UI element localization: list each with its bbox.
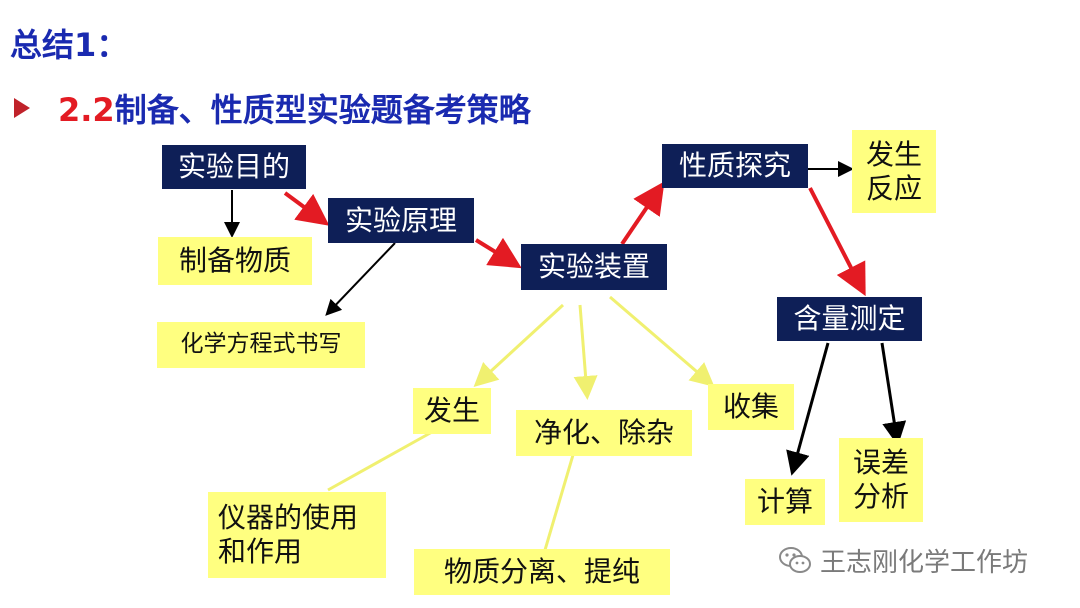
arrow-apparatus-generation <box>473 303 565 388</box>
arrow-apparatus-purification <box>573 304 598 400</box>
node-generation: 发生 <box>413 388 491 434</box>
subtitle-number: 2.2 <box>58 91 115 129</box>
arrow-property-content <box>808 187 866 297</box>
wechat-icon <box>779 547 811 573</box>
line-purification-separation <box>543 454 575 551</box>
arrow-content-error <box>880 342 907 446</box>
node-calculation: 计算 <box>745 479 825 525</box>
node-instrument-usage: 仪器的使用 和作用 <box>208 492 386 578</box>
node-property-investigation: 性质探究 <box>662 144 808 188</box>
node-experiment-purpose: 实验目的 <box>162 145 306 189</box>
arrow-purpose-principle <box>283 191 330 226</box>
node-experiment-apparatus: 实验装置 <box>521 244 667 290</box>
node-reaction-line2: 反应 <box>865 171 922 205</box>
page-title: 总结1： <box>10 26 129 64</box>
subtitle-row: 2.2制备、性质型实验题备考策略 <box>14 86 531 130</box>
arrow-principle-apparatus <box>474 237 522 269</box>
node-collection: 收集 <box>708 384 794 430</box>
bullet-arrow-icon <box>14 98 30 118</box>
node-separation-purification: 物质分离、提纯 <box>414 549 670 595</box>
arrow-apparatus-property <box>620 181 665 246</box>
node-reaction: 发生 反应 <box>852 130 936 213</box>
node-error-line2: 分析 <box>852 480 909 513</box>
node-chemical-equation: 化学方程式书写 <box>157 322 365 368</box>
node-experiment-principle: 实验原理 <box>328 198 474 243</box>
node-error-line1: 误差 <box>852 446 909 480</box>
subtitle: 2.2制备、性质型实验题备考策略 <box>58 85 531 131</box>
node-instrument-line1: 仪器的使用 <box>218 501 359 535</box>
watermark: 王志刚化学工作坊 <box>778 540 1028 580</box>
node-reaction-line1: 发生 <box>865 137 922 171</box>
node-purification: 净化、除杂 <box>516 410 692 456</box>
arrow-apparatus-collection <box>609 295 715 387</box>
arrow-content-calculation <box>786 342 830 476</box>
arrow-principle-equation <box>325 242 396 316</box>
node-error-analysis: 误差 分析 <box>839 438 923 522</box>
node-instrument-line2: 和作用 <box>218 535 303 568</box>
watermark-text: 王志刚化学工作坊 <box>820 547 1029 578</box>
node-prepare-substance: 制备物质 <box>158 237 312 285</box>
node-content-determination: 含量测定 <box>777 297 922 341</box>
subtitle-text: 制备、性质型实验题备考策略 <box>114 91 531 129</box>
line-generation-instrument <box>327 430 433 492</box>
